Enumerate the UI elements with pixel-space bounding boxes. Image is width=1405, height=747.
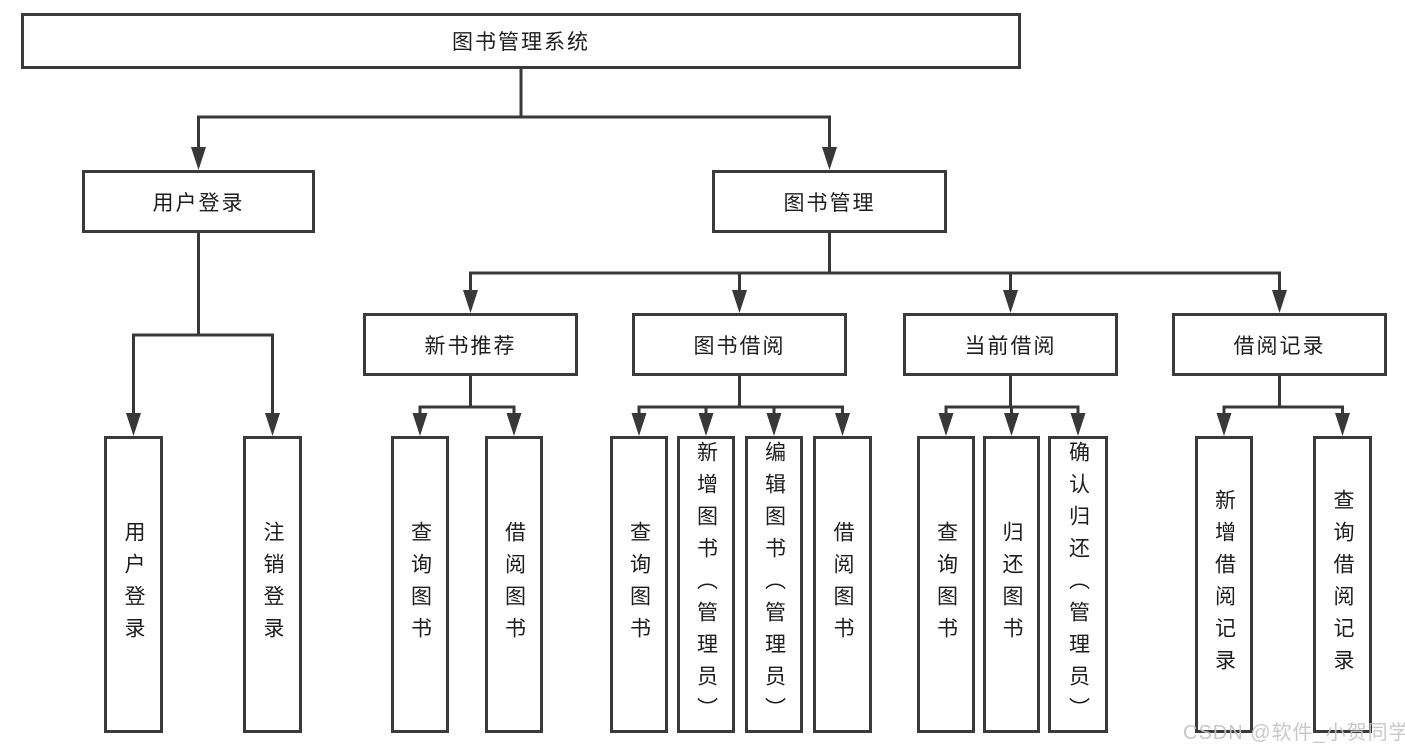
arrowhead-icon xyxy=(1272,290,1287,313)
node-label: 用户登录 xyxy=(152,191,245,215)
arrowhead-icon xyxy=(835,413,850,436)
connector-root-to-level2 xyxy=(191,67,837,170)
node-label: 归还图书 xyxy=(1000,520,1023,649)
arrowhead-icon xyxy=(265,413,280,436)
connector-book-management-to-level3 xyxy=(463,231,1287,313)
leaf-return-book: 归还图书 xyxy=(983,436,1040,733)
arrowhead-icon xyxy=(938,413,954,436)
node-label: 注销登录 xyxy=(261,520,284,649)
leaf-confirm-return-admin: 确认归还（管理员） xyxy=(1048,436,1108,733)
node-label: 查询图书 xyxy=(408,520,432,649)
arrowhead-icon xyxy=(506,413,522,436)
connector-current-borrow-branch xyxy=(938,374,1086,436)
arrowhead-icon xyxy=(1003,290,1018,313)
arrowhead-icon xyxy=(412,413,428,436)
node-label: 新增图书（管理员） xyxy=(694,440,718,729)
leaf-query-books-current: 查询图书 xyxy=(917,436,975,733)
leaf-user-login: 用户登录 xyxy=(104,436,163,733)
arrowhead-icon xyxy=(191,147,206,170)
leaf-borrow-books-recommend: 借阅图书 xyxy=(485,436,543,733)
leaf-query-borrow-record: 查询借阅记录 xyxy=(1313,436,1372,733)
node-label: 图书借阅 xyxy=(693,334,786,358)
node-label: 新书推荐 xyxy=(424,334,517,358)
node-label: 借阅图书 xyxy=(502,520,526,649)
node-current-borrow: 当前借阅 xyxy=(903,313,1118,376)
node-label: 新增借阅记录 xyxy=(1212,488,1236,681)
leaf-borrow-books: 借阅图书 xyxy=(813,436,872,733)
node-new-book-recommend: 新书推荐 xyxy=(363,313,578,376)
arrowhead-icon xyxy=(1070,413,1086,436)
node-root-system: 图书管理系统 xyxy=(21,13,1021,69)
arrowhead-icon xyxy=(631,413,647,436)
arrowhead-icon xyxy=(766,413,782,436)
leaf-query-books-borrow: 查询图书 xyxy=(610,436,668,733)
node-book-management: 图书管理 xyxy=(712,170,947,233)
connector-borrow-record-branch xyxy=(1216,374,1350,436)
node-label: 查询图书 xyxy=(627,520,651,649)
node-label: 图书管理系统 xyxy=(452,31,590,54)
node-book-borrow: 图书借阅 xyxy=(632,313,847,376)
csdn-watermark: CSDN @软件_小贺同学 xyxy=(1183,722,1405,744)
leaf-query-books-recommend: 查询图书 xyxy=(391,436,449,733)
arrowhead-icon xyxy=(1004,413,1019,436)
node-label: 编辑图书（管理员） xyxy=(762,440,786,729)
node-label: 当前借阅 xyxy=(964,334,1057,358)
arrowhead-icon xyxy=(1216,413,1232,436)
arrowhead-icon xyxy=(463,290,478,313)
arrowhead-icon xyxy=(698,413,714,436)
node-label: 查询借阅记录 xyxy=(1331,488,1354,681)
node-label: 用户登录 xyxy=(122,520,145,649)
node-label: 借阅图书 xyxy=(831,520,854,649)
arrowhead-icon xyxy=(732,290,747,313)
arrowhead-icon xyxy=(126,413,141,436)
node-user-login: 用户登录 xyxy=(82,170,315,233)
node-label: 图书管理 xyxy=(783,191,876,215)
leaf-add-borrow-record: 新增借阅记录 xyxy=(1195,436,1253,733)
connector-user-login-branch xyxy=(126,231,280,436)
leaf-add-book-admin: 新增图书（管理员） xyxy=(677,436,735,733)
connector-book-borrow-branch xyxy=(631,374,850,436)
arrowhead-icon xyxy=(822,147,837,170)
node-label: 查询图书 xyxy=(934,520,958,649)
node-label: 借阅记录 xyxy=(1233,334,1326,358)
arrowhead-icon xyxy=(1335,413,1350,436)
leaf-edit-book-admin: 编辑图书（管理员） xyxy=(745,436,803,733)
connector-new-book-recommend-branch xyxy=(412,374,522,436)
node-borrow-record: 借阅记录 xyxy=(1172,313,1387,376)
node-label: 确认归还（管理员） xyxy=(1066,440,1090,729)
leaf-logout: 注销登录 xyxy=(243,436,302,733)
